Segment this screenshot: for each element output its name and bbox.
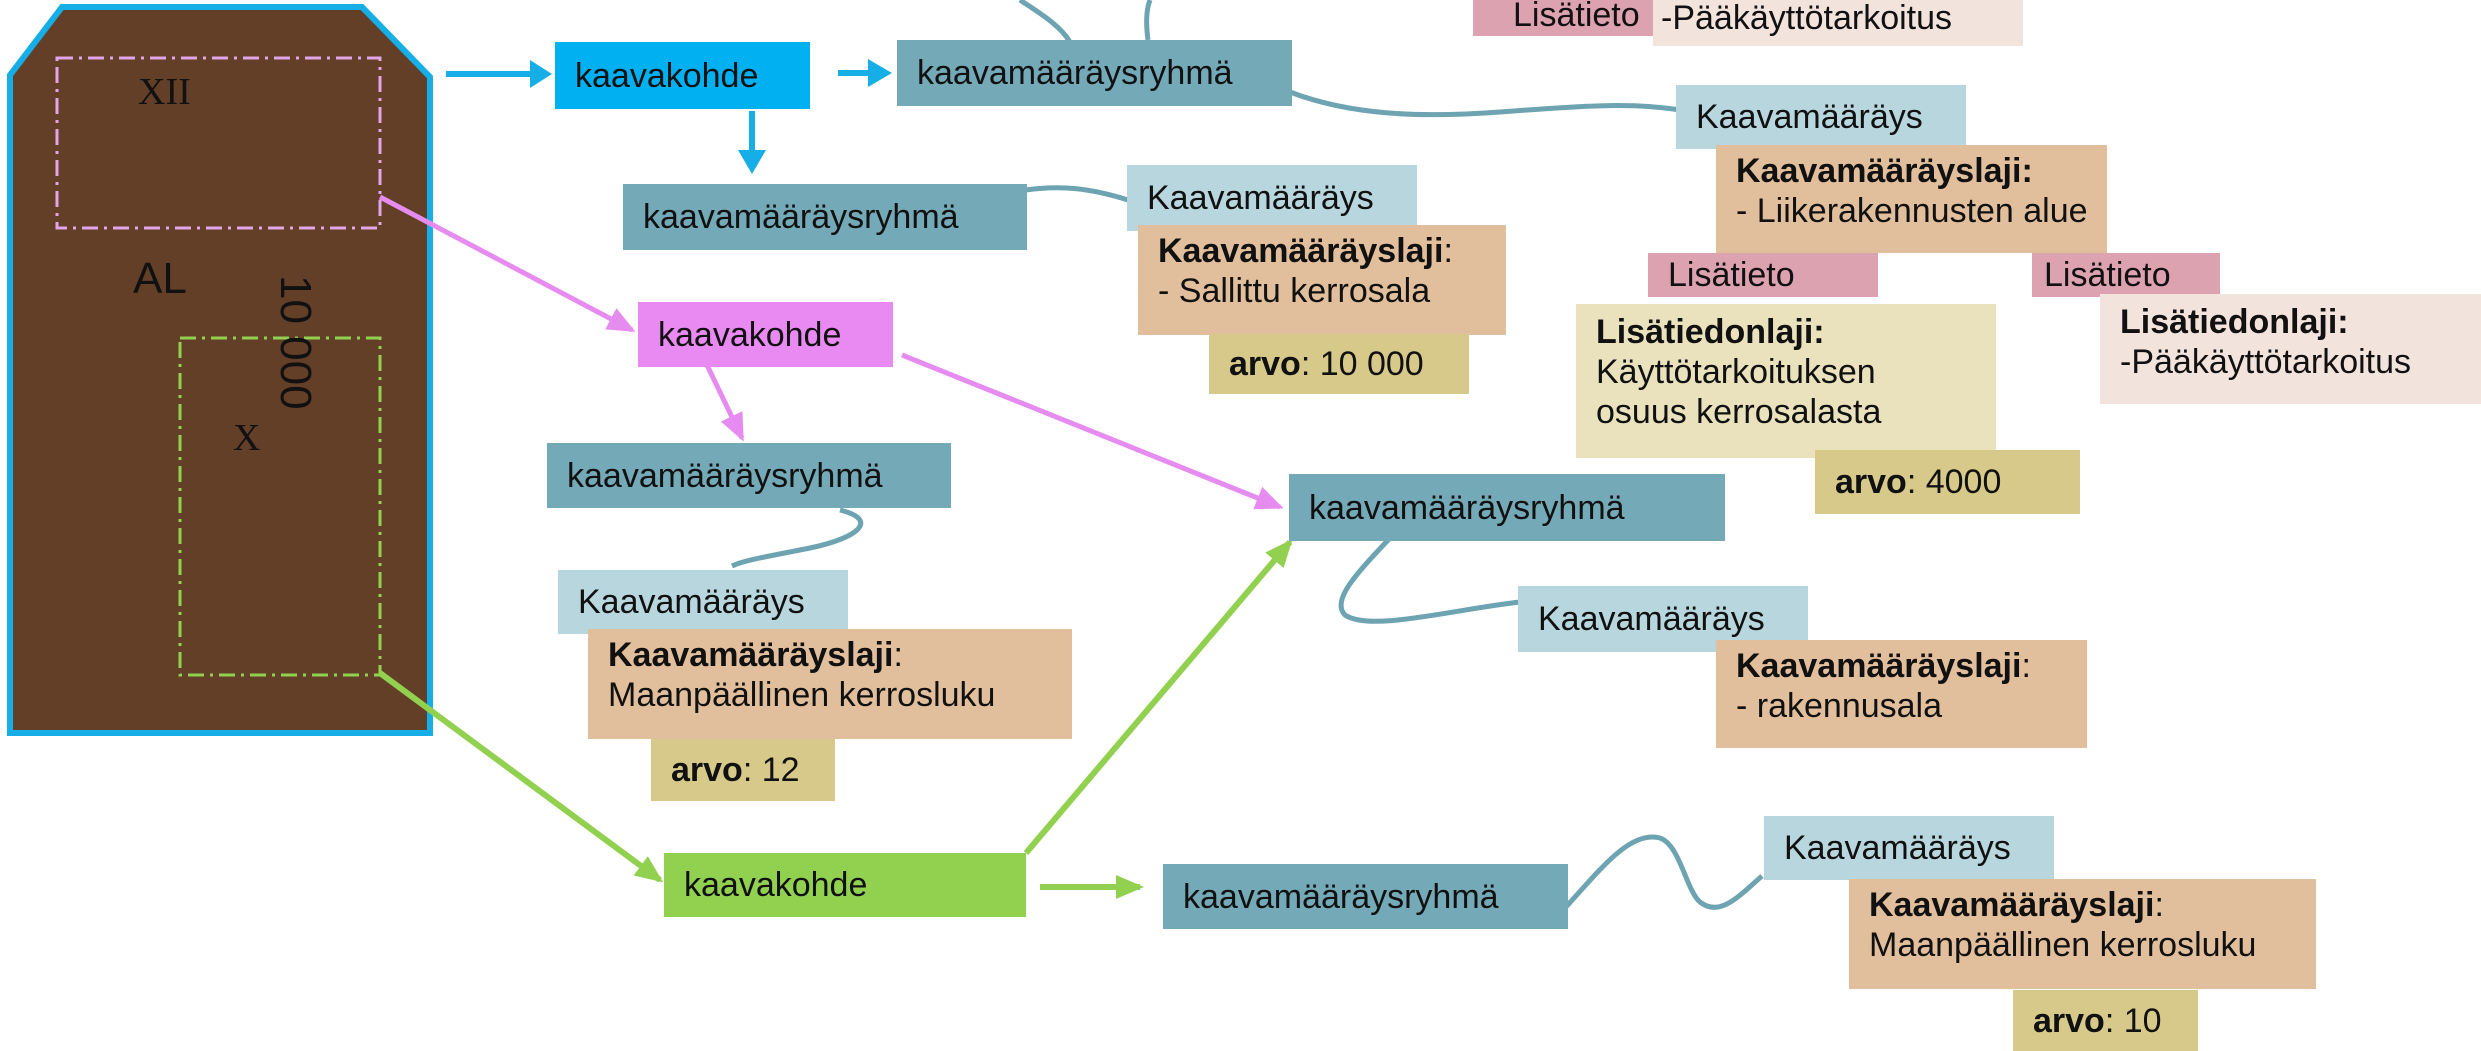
maarays-left-laji-box: Kaavamääräyslaji: Maanpäällinen kerroslu… — [588, 629, 1072, 739]
link-group-top-up-2 — [1144, 0, 1153, 41]
zone-top-outline — [55, 56, 382, 230]
link-group-left-to-maarays — [730, 507, 864, 569]
kaavakohde-green-label: kaavakohde — [684, 866, 868, 904]
maarays-green-arvo-value: : 10 — [2104, 1001, 2162, 1040]
group-shared-label: kaavamääräysryhmä — [1309, 488, 1625, 527]
link-group-lower-to-maarays — [1025, 185, 1129, 203]
maarays-lower-arvo-label: arvo — [1229, 345, 1301, 383]
maarays-lower-title: Kaavamääräys — [1147, 179, 1374, 217]
maarays-left-arvo-value: : 12 — [742, 751, 800, 789]
maarays-left-laji-label: Kaavamääräyslaji — [608, 636, 894, 674]
group-left-label: kaavamääräysryhmä — [567, 456, 883, 495]
plan-area-shape — [7, 3, 433, 736]
maarays-green-arvo-label: arvo — [2033, 1001, 2105, 1040]
maarays-green-laji-label: Kaavamääräyslaji — [1869, 886, 2155, 924]
lisatiedonlaji-right-box: Lisätiedonlaji: -Pääkäyttötarkoitus — [2100, 294, 2481, 404]
lisatieto-left-text: Lisätieto — [1668, 256, 1795, 294]
maarays-green-laji-value: Maanpäällinen kerrosluku — [1869, 926, 2257, 964]
link-group-top-up-1 — [1018, 0, 1073, 44]
area-use-label: AL — [133, 254, 187, 303]
top-lisatieto-box: Lisätieto — [1473, 0, 1653, 36]
arrow-zone-x-to-kaavakohde — [378, 670, 664, 883]
arrow-pink-kaavakohde-to-group-shared — [901, 352, 1284, 510]
lisatiedonlaji-right-value: -Pääkäyttötarkoitus — [2120, 343, 2412, 381]
maarays-lower-laji-label: Kaavamääräyslaji — [1158, 232, 1444, 270]
lisatieto-left-box: Lisätieto — [1648, 253, 1878, 297]
kaavakohde-pink-label: kaavakohde — [658, 315, 842, 354]
link-group-top-to-maarays — [1289, 89, 1681, 118]
lisatiedonlaji-left-arvo-value: : 4000 — [1906, 463, 2002, 501]
arrow-pink-kaavakohde-to-group-left — [704, 363, 745, 442]
maarays-shared-title: Kaavamääräys — [1538, 600, 1765, 638]
maarays-right-laji-label: Kaavamääräyslaji: — [1736, 152, 2033, 190]
maarays-green-laji-colon: : — [2154, 886, 2164, 924]
kaavakohde-green[interactable]: kaavakohde — [664, 853, 1026, 917]
lisatieto-right-text: Lisätieto — [2044, 256, 2171, 294]
maarays-lower-laji-value: - Sallittu kerrosala — [1158, 272, 1431, 310]
arrow-zone-xii-to-kaavakohde — [378, 194, 636, 333]
arrowhead-blue-1 — [530, 60, 552, 88]
kaavakohde-blue[interactable]: kaavakohde — [555, 42, 810, 109]
top-lisatiedonlaji-box: -Pääkäyttötarkoitus — [1653, 0, 2023, 46]
maarays-left-laji-value: Maanpäällinen kerrosluku — [608, 676, 996, 714]
maarays-green-title-box: Kaavamääräys — [1764, 816, 2054, 880]
group-left[interactable]: kaavamääräysryhmä — [547, 443, 951, 508]
zone-top-label: XII — [138, 71, 191, 113]
maarays-green-laji-box: Kaavamääräyslaji: Maanpäällinen kerroslu… — [1849, 879, 2316, 989]
arrow-green-kaavakohde-to-group-shared — [1023, 538, 1293, 855]
maarays-right-laji-value: - Liikerakennusten alue — [1736, 192, 2088, 230]
maarays-lower-arvo-box: arvo: 10 000 — [1209, 334, 1469, 394]
maarays-right-title: Kaavamääräys — [1696, 98, 1923, 136]
maarays-left-arvo-box: arvo: 12 — [651, 739, 835, 801]
group-shared[interactable]: kaavamääräysryhmä — [1289, 474, 1725, 541]
lisatiedonlaji-right-label: Lisätiedonlaji: — [2120, 303, 2349, 341]
arrowhead-blue-2 — [868, 59, 892, 87]
maarays-shared-laji-colon: : — [2021, 647, 2031, 685]
zone-bottom-label: X — [233, 417, 261, 459]
maarays-shared-laji-value: - rakennusala — [1736, 687, 1943, 725]
maarays-lower-laji-colon: : — [1443, 232, 1453, 270]
maarays-green-title: Kaavamääräys — [1784, 829, 2011, 867]
top-lisatiedonlaji-text: -Pääkäyttötarkoitus — [1661, 0, 1953, 37]
group-green-label: kaavamääräysryhmä — [1183, 877, 1499, 916]
maarays-right-laji-box: Kaavamääräyslaji: - Liikerakennusten alu… — [1716, 145, 2107, 253]
group-top-label: kaavamääräysryhmä — [917, 54, 1233, 92]
maarays-right-title-box: Kaavamääräys — [1676, 85, 1966, 149]
maarays-shared-laji-box: Kaavamääräyslaji: - rakennusala — [1716, 640, 2087, 748]
area-value-label: 10 000 — [271, 275, 320, 410]
group-green[interactable]: kaavamääräysryhmä — [1163, 864, 1568, 929]
group-lower[interactable]: kaavamääräysryhmä — [623, 184, 1027, 250]
lisatiedonlaji-left-label: Lisätiedonlaji: — [1596, 313, 1825, 351]
kaavakohde-blue-label: kaavakohde — [575, 56, 759, 95]
maarays-lower-laji-box: Kaavamääräyslaji: - Sallittu kerrosala — [1138, 225, 1506, 335]
maarays-lower-arvo-value: : 10 000 — [1300, 345, 1424, 383]
lisatiedonlaji-left-arvo-box: arvo: 4000 — [1815, 450, 2080, 514]
maarays-left-laji-colon: : — [893, 636, 903, 674]
lisatiedonlaji-left-arvo-label: arvo — [1835, 463, 1907, 501]
lisatiedonlaji-left-line2: osuus kerrosalasta — [1596, 393, 1882, 431]
link-group-shared-to-maarays — [1338, 536, 1521, 624]
maarays-left-title-box: Kaavamääräys — [558, 570, 848, 634]
group-top[interactable]: kaavamääräysryhmä — [897, 40, 1292, 106]
lisatieto-right-box: Lisätieto — [2032, 253, 2220, 297]
lisatiedonlaji-left-box: Lisätiedonlaji: Käyttötarkoituksen osuus… — [1576, 304, 1996, 458]
maarays-lower-title-box: Kaavamääräys — [1127, 165, 1417, 231]
maarays-shared-laji-label: Kaavamääräyslaji — [1736, 647, 2022, 685]
maarays-green-arvo-box: arvo: 10 — [2013, 990, 2198, 1051]
group-lower-label: kaavamääräysryhmä — [643, 198, 959, 236]
maarays-left-arvo-label: arvo — [671, 751, 743, 789]
lisatiedonlaji-left-line1: Käyttötarkoituksen — [1596, 353, 1876, 391]
maarays-left-title: Kaavamääräys — [578, 583, 805, 621]
zone-bottom-outline — [178, 336, 382, 677]
top-lisatieto-text: Lisätieto — [1513, 0, 1640, 34]
kaavakohde-pink[interactable]: kaavakohde — [638, 302, 893, 367]
arrowhead-blue-3 — [738, 150, 766, 174]
link-green-group-to-maarays — [1563, 834, 1764, 910]
